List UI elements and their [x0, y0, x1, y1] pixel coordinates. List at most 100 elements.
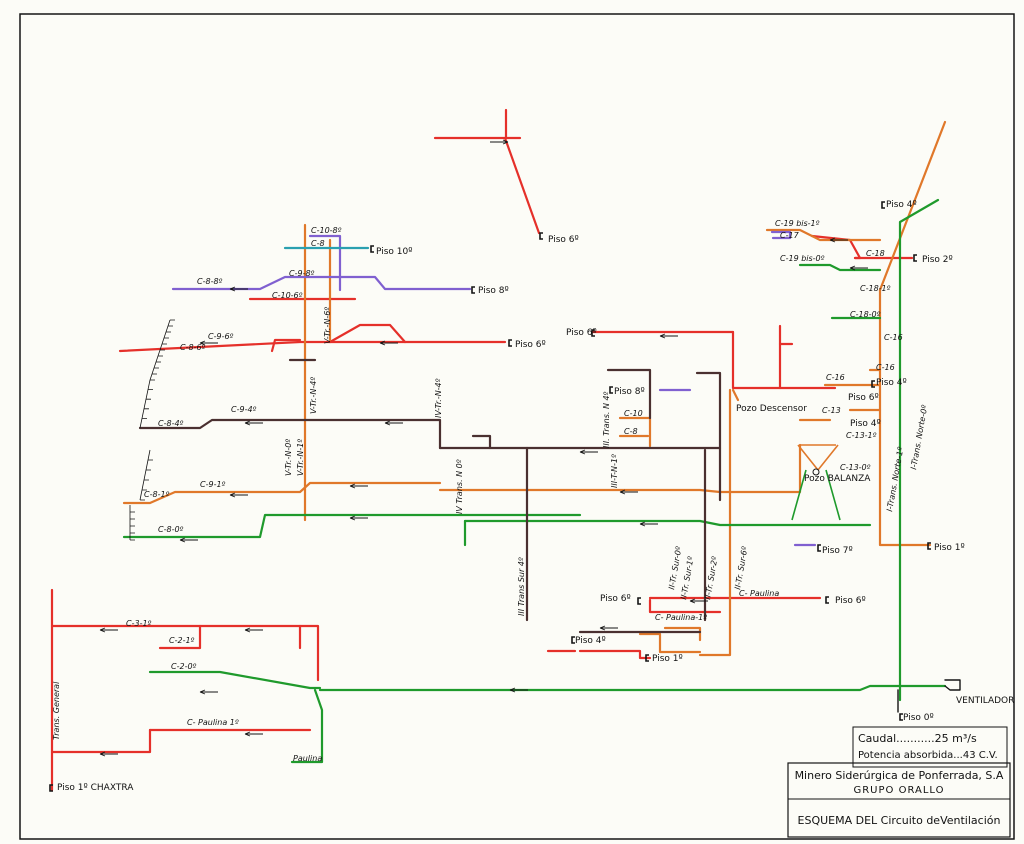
gallery-segment-22 — [578, 649, 652, 660]
label-c18-0: C-18-0º — [850, 310, 881, 319]
gallery-segment-42 — [798, 263, 882, 272]
label-piso4-low: Piso 4º — [575, 636, 606, 646]
label-iitrsur6: II-Tr. Sur-6º — [733, 546, 749, 591]
label-piso0: Piso 0º — [903, 713, 934, 723]
label-c19bis1: C-19 bis-1º — [775, 219, 820, 228]
gallery-segment-21 — [648, 598, 722, 614]
pozo-balanza-figure — [791, 444, 841, 521]
gallery-segment-7 — [328, 323, 407, 344]
gallery-segment-41 — [898, 198, 940, 702]
label-piso4-mid: Piso 4º — [876, 378, 907, 388]
title-group: GRUPO ORALLO — [853, 785, 944, 796]
label-c8-8: C-8-8º — [197, 277, 223, 286]
level-end-marker-4 — [508, 339, 512, 347]
label-c31: C-3-1º — [126, 619, 152, 628]
title-main: ESQUEMA DEL Circuito deVentilación — [798, 814, 1001, 827]
airflow-arrow-11 — [579, 449, 598, 455]
level-end-marker-2 — [370, 245, 374, 253]
label-piso8-left: Piso 8º — [478, 286, 509, 296]
label-ventilador: VENTILADOR — [956, 696, 1014, 706]
airflow-arrow-2 — [490, 139, 509, 145]
gallery-segment-45 — [463, 519, 872, 527]
level-end-marker-13 — [825, 596, 829, 604]
label-vtrn4: V-Tr.-N-4º — [309, 377, 318, 414]
level-end-marker-14 — [571, 636, 575, 644]
gallery-segment-8 — [731, 330, 837, 390]
airflow-arrow-3 — [199, 340, 218, 346]
gallery-segment-14 — [50, 624, 320, 682]
label-c21: C-2-1º — [169, 636, 195, 645]
label-c8-6: C-8-6º — [180, 343, 206, 352]
airflow-arrow-19 — [244, 731, 263, 737]
label-c17: C-17 — [780, 231, 800, 240]
gallery-segment-63 — [770, 230, 792, 240]
label-cpaulina: C- Paulina — [739, 589, 779, 598]
gallery-labels: C-10-8º C-8 C-9-8º C-8-8º C-10-6º C-9-6º… — [52, 219, 929, 763]
airflow-arrow-21 — [659, 333, 678, 339]
airflow-arrow-22 — [829, 237, 848, 243]
label-itransnorte1: I-Trans. Norte-1º — [885, 446, 905, 512]
level-labels: Piso 6º Piso 10º Piso 8º Piso 6º Piso 6º… — [57, 200, 1014, 793]
label-piso2-right: Piso 2º — [922, 255, 953, 265]
gallery-segment-58 — [471, 434, 492, 450]
label-piso1-right: Piso 1º — [934, 543, 965, 553]
gallery-segment-31 — [438, 443, 802, 494]
label-c8: C-8 — [311, 239, 325, 248]
label-piso4-r2: Piso 4º — [850, 419, 881, 429]
gallery-segment-40 — [663, 626, 702, 642]
airflow-arrow-17 — [244, 627, 263, 633]
airflow-arrow-4 — [379, 340, 398, 346]
airflow-arrows — [99, 139, 868, 757]
label-c20: C-2-0º — [171, 662, 197, 671]
stope-ladder-4 — [159, 319, 175, 351]
label-paulina-small: Paulina — [293, 754, 322, 763]
label-piso6-mid: Piso 6º — [566, 328, 597, 338]
airflow-arrow-5 — [244, 420, 263, 426]
level-end-markers — [49, 201, 931, 792]
info-caudal: Caudal...........25 m³/s — [858, 732, 977, 745]
airflow-arrow-18 — [99, 751, 118, 757]
gallery-segment-48 — [290, 688, 324, 764]
label-iiitrans4: III. Trans. N 4º — [602, 391, 611, 448]
label-c9-6: C-9-6º — [208, 332, 234, 341]
airflow-arrow-14 — [509, 687, 528, 693]
gallery-segment-51 — [438, 446, 722, 502]
title-company: Minero Siderúrgica de Ponferrada, S.A — [795, 769, 1004, 782]
airflow-arrow-9 — [179, 537, 198, 543]
label-piso6-r2: Piso 6º — [848, 393, 879, 403]
stope-ladder-1 — [129, 505, 135, 541]
gallery-segment-35 — [731, 388, 740, 402]
label-c10-8: C-10-8º — [311, 226, 342, 235]
airflow-arrow-7 — [229, 492, 248, 498]
label-piso7: Piso 7º — [822, 546, 853, 556]
gallery-segment-34 — [698, 388, 732, 657]
level-end-marker-3 — [471, 286, 475, 294]
gallery-segment-6 — [270, 338, 302, 353]
stope-ladder-5 — [139, 449, 153, 501]
label-c8-4: C-8-4º — [158, 419, 184, 428]
label-c9-1: C-9-1º — [200, 480, 226, 489]
gallery-segment-50 — [138, 418, 442, 450]
label-c13-0: C-13-0º — [840, 463, 871, 472]
sheet-border — [19, 13, 1015, 840]
label-vtrn6: V-Tr.-N-6º — [323, 307, 332, 344]
label-c8-1: C-8-1º — [144, 490, 170, 499]
airflow-arrow-16 — [99, 627, 118, 633]
gallery-network — [50, 108, 961, 792]
level-end-marker-15 — [645, 654, 649, 662]
airflow-arrow-10 — [349, 515, 368, 521]
airflow-arrow-12 — [619, 489, 638, 495]
gallery-segment-53 — [606, 368, 652, 420]
gallery-segment-65 — [944, 679, 961, 691]
airflow-arrow-1 — [229, 286, 248, 292]
label-piso6-left: Piso 6º — [515, 340, 546, 350]
label-iiitranssur4: III Trans Sur 4º — [517, 557, 526, 616]
label-c10: C-10 — [624, 409, 643, 418]
label-pozo-descensor: Pozo Descensor — [736, 404, 807, 414]
gallery-segment-17 — [50, 728, 152, 754]
label-ivtrn4: IV-Tr.-N-4º — [434, 378, 443, 418]
gallery-segment-18 — [158, 624, 202, 650]
label-c16c: C-16 — [826, 373, 845, 382]
gallery-segment-24 — [878, 120, 947, 292]
label-piso6-low: Piso 6º — [600, 594, 631, 604]
